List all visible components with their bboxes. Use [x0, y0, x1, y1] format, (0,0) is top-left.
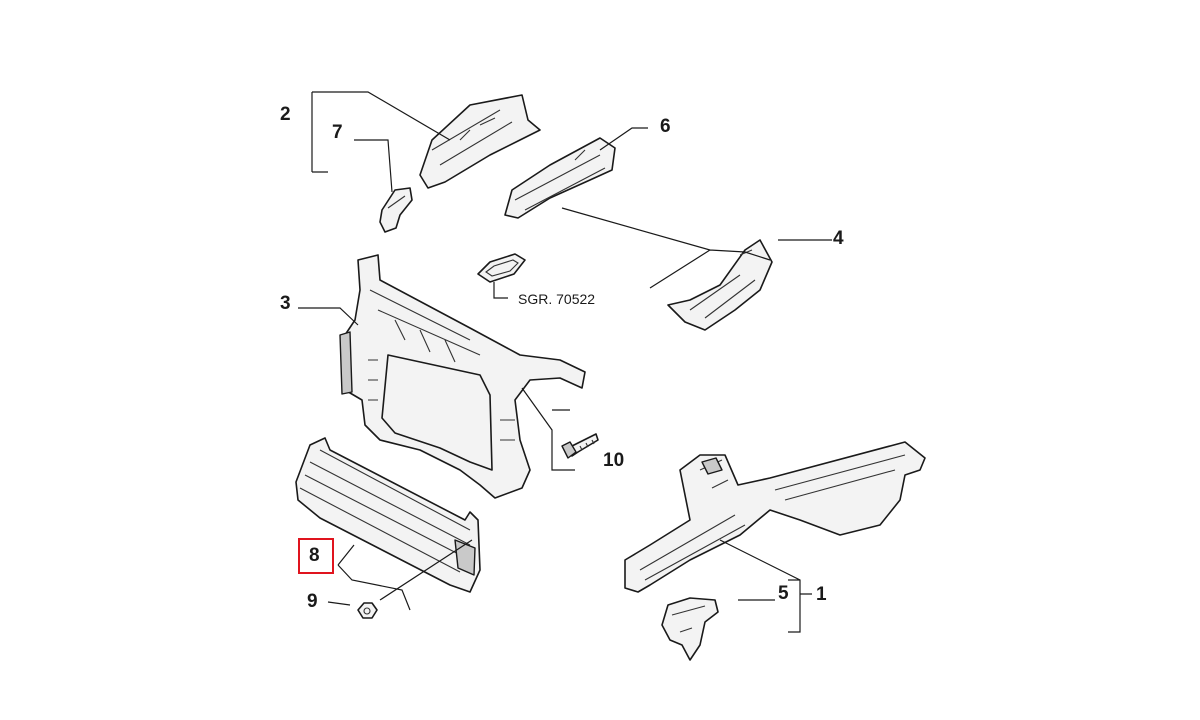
- part-6-upper-rail: [504, 137, 616, 219]
- callout-3[interactable]: 3: [280, 293, 291, 314]
- part-10-bolt: [561, 433, 599, 459]
- part-4-side-member: [667, 239, 773, 331]
- part-3-front-frame: [339, 254, 586, 499]
- callout-5[interactable]: 5: [778, 583, 789, 604]
- grommet: [477, 253, 526, 283]
- leader-lines: [298, 91, 832, 633]
- callout-10[interactable]: 10: [603, 450, 625, 471]
- callout-6[interactable]: 6: [660, 116, 671, 137]
- part-8-crossmember: [295, 437, 481, 593]
- callout-9[interactable]: 9: [307, 591, 318, 612]
- callout-2[interactable]: 2: [280, 104, 291, 125]
- part-9-nut: [357, 602, 378, 619]
- highlight-box: [298, 538, 334, 574]
- part-7-bracket: [379, 187, 413, 233]
- callout-8[interactable]: 8: [309, 545, 320, 566]
- reference-note: SGR. 70522: [518, 291, 596, 307]
- part-5-lower-bracket: [661, 597, 719, 661]
- part-2-upper-rail: [419, 94, 541, 189]
- callout-4[interactable]: 4: [833, 228, 844, 249]
- callout-7[interactable]: 7: [332, 122, 343, 143]
- part-1-side-rail: [624, 441, 926, 593]
- callout-1[interactable]: 1: [816, 584, 827, 605]
